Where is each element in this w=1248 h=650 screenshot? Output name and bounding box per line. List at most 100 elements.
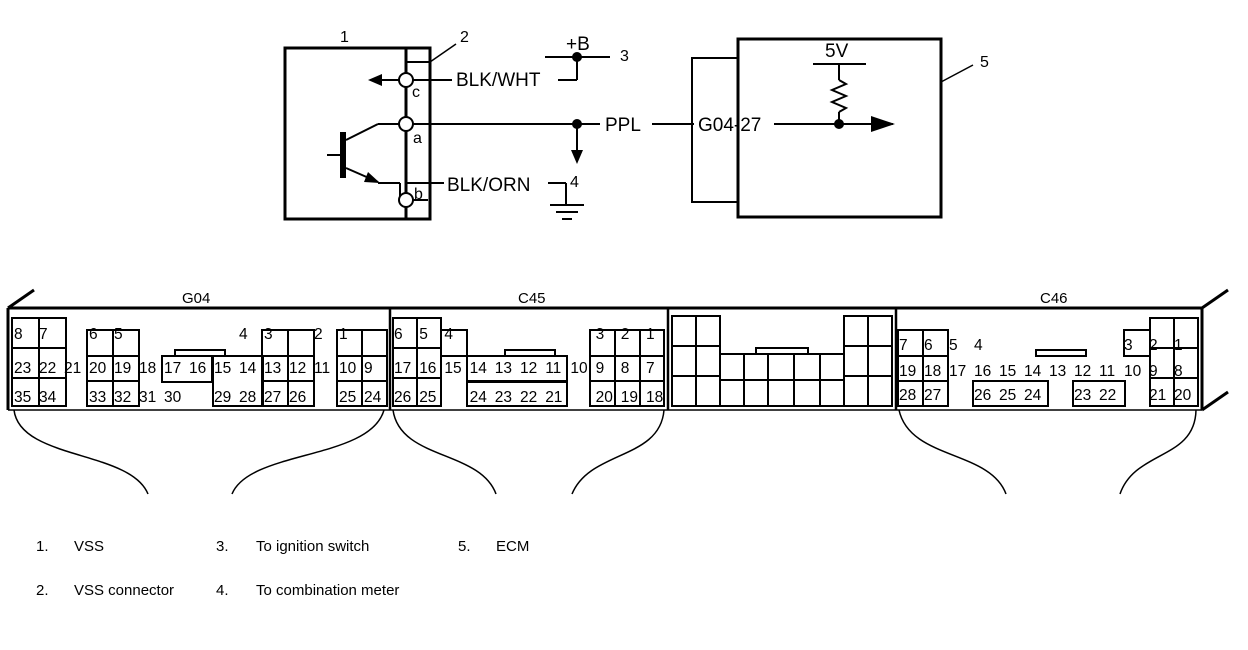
pin-c46-25: 25 — [999, 387, 1016, 404]
pin-c45-26: 26 — [394, 389, 411, 406]
connector-outline — [6, 288, 1229, 412]
pin-c46-7: 7 — [899, 337, 908, 354]
pin-g04-21: 21 — [64, 360, 81, 377]
pin-g04-26: 26 — [289, 389, 306, 406]
pin-g04-16: 16 — [189, 360, 206, 377]
pin-c46-6: 6 — [924, 337, 933, 354]
pin-g04-12: 12 — [289, 360, 306, 377]
pin-c46-18: 18 — [924, 363, 941, 380]
legend-text-2: VSS connector — [74, 582, 175, 599]
pin-g04-11: 11 — [314, 360, 330, 377]
plus-b-label: +B — [566, 34, 590, 55]
pin-c46-5: 5 — [949, 337, 958, 354]
pin-g04-13: 13 — [264, 360, 281, 377]
legend-num-5: 5. — [458, 538, 471, 555]
pin-c45-22: 22 — [520, 389, 537, 406]
terminal-label-c: c — [412, 84, 420, 101]
pin-c45-3: 3 — [596, 326, 605, 343]
pin-c45-4: 4 — [444, 326, 453, 343]
pin-c45-11: 11 — [545, 360, 561, 377]
pin-g04-33: 33 — [89, 389, 106, 406]
pin-g04-32: 32 — [114, 389, 131, 406]
pin-g04-22: 22 — [39, 360, 56, 377]
legend-num-1: 1. — [36, 538, 49, 555]
pin-c45-23: 23 — [495, 389, 512, 406]
wire-label-ppl: PPL — [605, 115, 641, 136]
pin-c45-6: 6 — [394, 326, 403, 343]
harness-curves — [13, 409, 1197, 495]
terminal-b — [398, 192, 414, 208]
pin-c46-1: 1 — [1174, 337, 1183, 354]
connector-name-c45: C45 — [518, 290, 546, 307]
legend-num-2: 2. — [36, 582, 49, 599]
vss-sensor — [283, 46, 432, 221]
pin-g04-15: 15 — [214, 360, 231, 377]
pin-g04-25: 25 — [339, 389, 356, 406]
pin-g04-35: 35 — [14, 389, 31, 406]
pin-g04-14: 14 — [239, 360, 257, 377]
pin-g04-7: 7 — [39, 326, 48, 343]
pin-g04-30: 30 — [164, 389, 182, 406]
legend-text-3: To ignition switch — [256, 538, 370, 555]
callout-5: 5 — [980, 54, 989, 71]
legend-num-4: 4. — [216, 582, 229, 599]
pin-g04-23: 23 — [14, 360, 31, 377]
pin-c46-21: 21 — [1149, 387, 1166, 404]
legend-text-1: VSS — [74, 538, 105, 555]
pin-c46-14: 14 — [1024, 363, 1042, 380]
legend-num-3: 3. — [216, 538, 229, 555]
ecm-box — [691, 37, 943, 219]
pin-c45-15: 15 — [444, 360, 461, 377]
terminal-label-b: b — [414, 186, 423, 203]
pin-c45-14: 14 — [470, 360, 488, 377]
pin-g04-4: 4 — [239, 326, 248, 343]
pin-c45-12: 12 — [520, 360, 537, 377]
pin-c45-13: 13 — [495, 360, 512, 377]
pin-g04-34: 34 — [39, 389, 57, 406]
pin-g04-28: 28 — [239, 389, 256, 406]
pin-g04-17: 17 — [164, 360, 181, 377]
callout-4: 4 — [570, 174, 579, 191]
pin-c46-24: 24 — [1024, 387, 1042, 404]
pin-c46-9: 9 — [1149, 363, 1158, 380]
legend-text-5: ECM — [496, 538, 530, 555]
pin-c46-23: 23 — [1074, 387, 1091, 404]
callout-3: 3 — [620, 48, 629, 65]
pin-g04-9: 9 — [364, 360, 373, 377]
wire-label-blk-orn: BLK/ORN — [447, 175, 530, 196]
pin-c46-12: 12 — [1074, 363, 1091, 380]
pin-g04-3: 3 — [264, 326, 273, 343]
pin-c45-21: 21 — [545, 389, 562, 406]
pin-g04-18: 18 — [139, 360, 156, 377]
connector-name-g04: G04 — [182, 290, 210, 307]
c46-cells — [897, 317, 1199, 407]
legend-text-4: To combination meter — [256, 582, 400, 599]
terminal-a — [398, 116, 414, 132]
pin-c46-11: 11 — [1099, 363, 1115, 380]
pin-c46-4: 4 — [974, 337, 983, 354]
pin-g04-24: 24 — [364, 389, 382, 406]
pin-g04-6: 6 — [89, 326, 98, 343]
pin-c45-10: 10 — [570, 360, 588, 377]
pin-c46-28: 28 — [899, 387, 916, 404]
pin-g04-29: 29 — [214, 389, 231, 406]
pin-c45-20: 20 — [596, 389, 614, 406]
pin-c46-27: 27 — [924, 387, 941, 404]
pin-c45-7: 7 — [646, 360, 655, 377]
pin-g04-20: 20 — [89, 360, 107, 377]
pin-c45-19: 19 — [621, 389, 638, 406]
pin-g04-31: 31 — [139, 389, 156, 406]
pin-c45-18: 18 — [646, 389, 663, 406]
pin-c46-13: 13 — [1049, 363, 1066, 380]
c45-cells — [392, 317, 665, 407]
pin-g04-2: 2 — [314, 326, 323, 343]
pin-c45-5: 5 — [419, 326, 428, 343]
pin-c46-16: 16 — [974, 363, 991, 380]
callout-2: 2 — [460, 29, 469, 46]
pin-g04-8: 8 — [14, 326, 23, 343]
pin-c46-10: 10 — [1124, 363, 1142, 380]
pin-c45-9: 9 — [596, 360, 605, 377]
pin-c46-3: 3 — [1124, 337, 1133, 354]
